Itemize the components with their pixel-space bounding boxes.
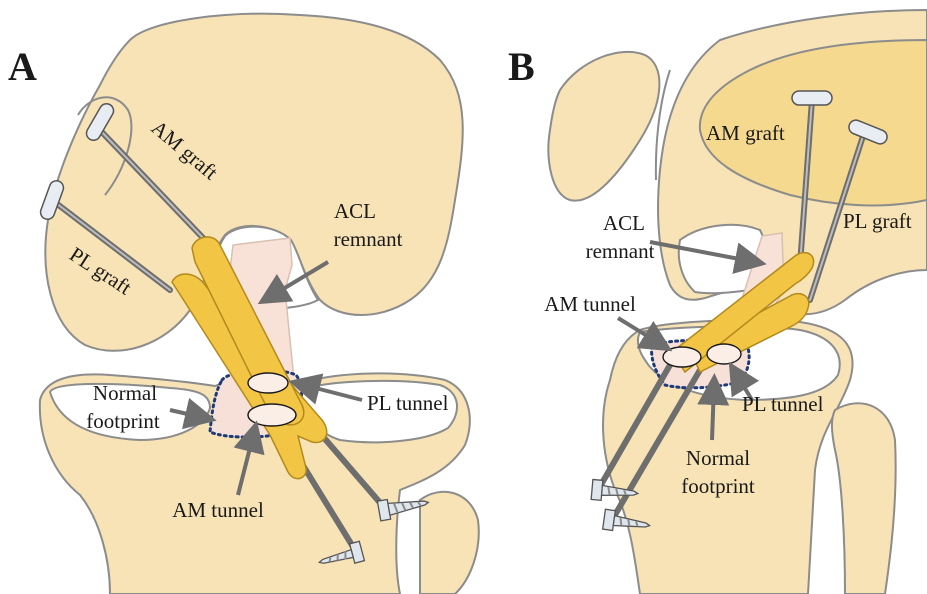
label-pl-graft-b: PL graft (843, 209, 912, 233)
panel-a: A AM graft PL graft ACL remnant Normal f… (8, 14, 479, 594)
label-am-tunnel-b: AM tunnel (544, 292, 636, 316)
label-am-tunnel-a: AM tunnel (172, 498, 264, 522)
label-acl-remnant-line2-a: remnant (334, 227, 403, 251)
label-normal-footprint-line2-b: footprint (681, 474, 755, 498)
label-acl-remnant-line2-b: remnant (586, 239, 655, 263)
fibula-a (420, 492, 479, 594)
pl-tunnel-a (248, 373, 288, 393)
label-normal-footprint-line1-a: Normal (93, 381, 157, 405)
panel-b: B AM graft PL graft ACL remnant AM tunne… (508, 10, 927, 594)
panel-letter-a: A (8, 44, 37, 89)
fibula-b (832, 403, 896, 594)
label-acl-remnant-line1-b: ACL (603, 211, 645, 235)
label-normal-footprint-line1-b: Normal (686, 446, 750, 470)
patella-b (548, 52, 659, 201)
label-am-graft-b: AM graft (706, 121, 785, 145)
label-acl-remnant-line1-a: ACL (334, 199, 376, 223)
label-pl-tunnel-b: PL tunnel (742, 392, 824, 416)
label-normal-footprint-line2-a: footprint (86, 409, 160, 433)
am-tunnel-b (663, 347, 701, 367)
am-tunnel-a (248, 404, 296, 426)
label-pl-tunnel-a: PL tunnel (367, 391, 449, 415)
arrow-normal-footprint-b (712, 385, 714, 440)
am-cortical-button-b (792, 91, 832, 105)
panel-letter-b: B (508, 44, 535, 89)
pl-tunnel-b (707, 344, 741, 364)
